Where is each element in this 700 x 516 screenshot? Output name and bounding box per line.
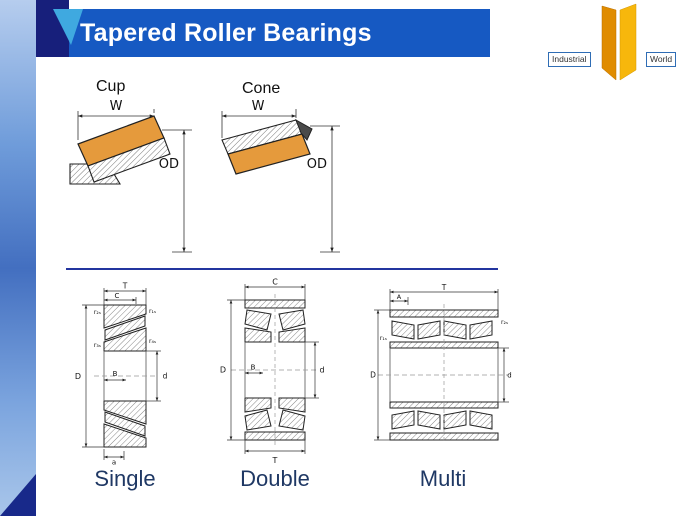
- cup-diagram: W OD: [69, 99, 192, 253]
- multi-dim-D: D: [370, 371, 376, 380]
- single-dim-a: a: [112, 459, 116, 467]
- multi-dim-r2s: r₂ₛ: [501, 319, 508, 326]
- double-dim-d: d: [319, 366, 324, 375]
- logo-text-industrial: Industrial: [548, 52, 591, 67]
- multi-dim-d: d: [507, 372, 511, 380]
- cone-w-dimension: [221, 109, 297, 138]
- multi-dim-A: A: [397, 293, 402, 301]
- left-accent-strip: [0, 0, 36, 516]
- single-dim-D: D: [75, 372, 81, 381]
- single-bearing-diagram: T C r₂ₛ r₁ₛ r₃ₛ r₄ₛ D B d a: [75, 282, 168, 467]
- double-dimension-lines: [227, 284, 319, 454]
- single-cross-section: [94, 304, 158, 448]
- cup-cross-section: [69, 115, 171, 185]
- cup-w-dimension: [77, 109, 155, 140]
- cone-w-label: W: [252, 99, 265, 114]
- single-dim-T: T: [122, 282, 128, 291]
- double-dim-C: C: [272, 278, 278, 287]
- logo-graphic-icon: [601, 3, 637, 81]
- double-dim-T: T: [272, 456, 278, 465]
- single-dim-r2s: r₂ₛ: [94, 309, 101, 316]
- header-bar: Tapered Roller Bearings: [36, 9, 490, 57]
- single-dim-r1s: r₁ₛ: [149, 308, 156, 315]
- cone-cross-section: [221, 118, 313, 175]
- cone-diagram: W OD: [221, 99, 340, 253]
- cone-od-dimension: [310, 125, 340, 253]
- caption-single: Single: [94, 466, 156, 491]
- cup-od-label: OD: [159, 157, 179, 172]
- single-dim-B: B: [113, 370, 118, 378]
- cone-label: Cone: [242, 80, 281, 97]
- cup-w-label: W: [110, 99, 123, 114]
- single-dimension-lines: [82, 288, 161, 460]
- multi-dim-T: T: [441, 284, 447, 292]
- double-dim-D: D: [220, 366, 226, 375]
- section-divider: [66, 268, 498, 270]
- cone-od-label: OD: [307, 157, 327, 172]
- double-bearing-diagram: C B d D T: [220, 278, 325, 465]
- cup-od-dimension: [162, 129, 192, 253]
- cup-label: Cup: [96, 78, 126, 95]
- single-dim-r3s: r₃ₛ: [94, 342, 101, 349]
- caption-multi: Multi: [419, 466, 467, 491]
- multi-cross-section: [378, 304, 508, 442]
- double-cross-section: [231, 294, 319, 446]
- single-dim-C: C: [115, 292, 120, 300]
- logo: Industrial World: [548, 2, 683, 84]
- caption-double: Double: [240, 466, 310, 491]
- single-dim-d: d: [163, 372, 168, 381]
- double-dim-B: B: [251, 364, 256, 372]
- multi-dimension-lines: [374, 289, 509, 441]
- multi-dim-r1s: r₁ₛ: [380, 335, 387, 342]
- slide-title: Tapered Roller Bearings: [80, 18, 372, 47]
- logo-text-world: World: [646, 52, 677, 67]
- multi-bearing-diagram: T A r₂ₛ r₁ₛ D d: [370, 284, 512, 442]
- single-dim-r4s: r₄ₛ: [149, 338, 156, 345]
